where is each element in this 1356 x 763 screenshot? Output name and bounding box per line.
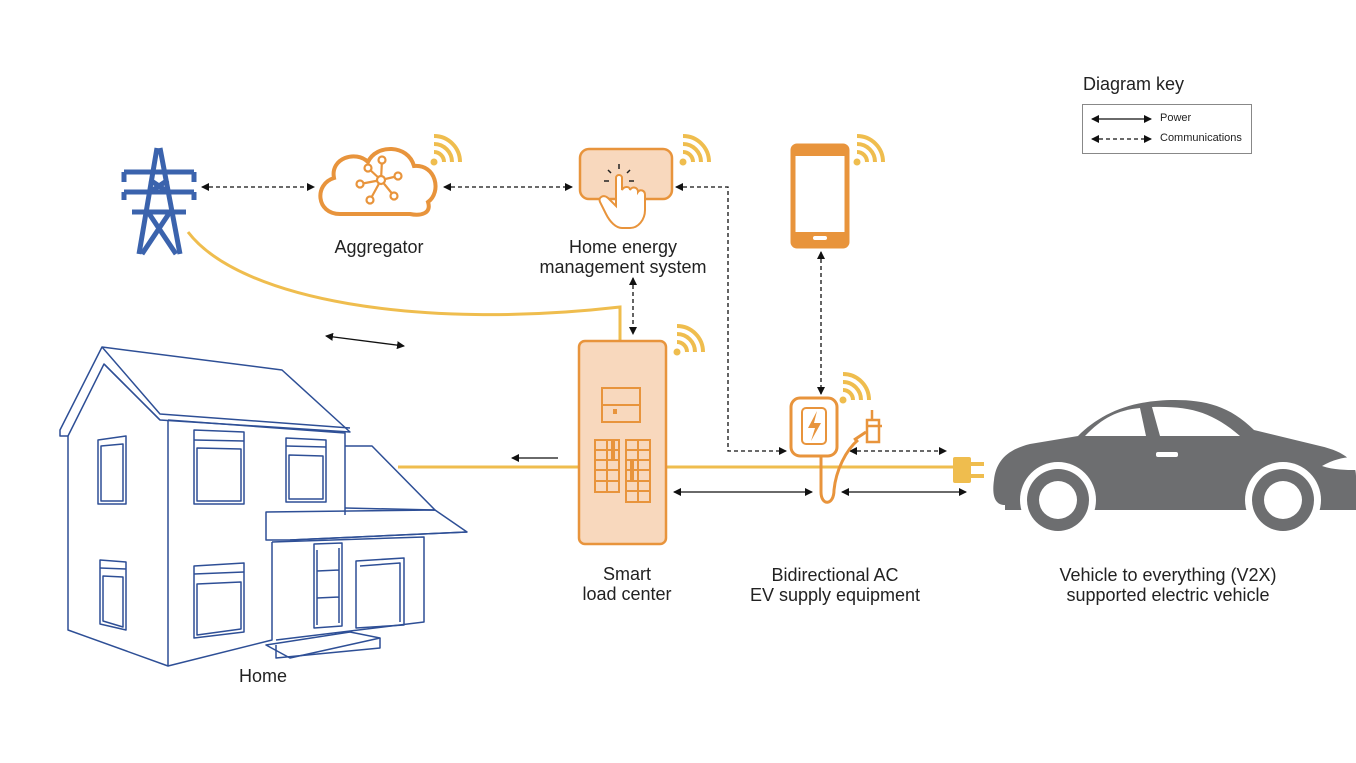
power-arrow-grid [325,332,405,350]
smartphone-icon [790,143,850,249]
wifi-signal-icon [671,324,705,358]
breaker-panel-icon [577,339,668,546]
diagram-key-box [1082,104,1252,154]
diagram-key-title: Diagram key [1083,74,1185,94]
house-icon [59,346,468,667]
evse-label-line1: Bidirectional AC [771,565,899,585]
power-lines [186,231,955,469]
comm-arrows [201,183,947,455]
power-arrows [325,332,967,496]
vehicle-plug-icon [953,457,984,483]
aggregator-label: Aggregator [334,237,424,257]
key-power-label: Power [1160,112,1192,124]
cloud-network-icon [318,147,438,217]
hems-label-line2: management system [539,257,707,277]
wifi-signal-icon [851,134,885,168]
touch-panel-icon [578,147,674,229]
comm-arrow-hems-evse [675,183,787,455]
wifi-signal-icon [428,134,462,168]
hems-label-line1: Home energy [568,237,678,257]
diagram-key-arrows [1091,115,1152,143]
load-center-label-line2: load center [582,584,672,604]
load-center-label-line1: Smart [602,564,651,584]
key-communications-label: Communications [1160,132,1242,144]
car-icon [993,400,1356,538]
transmission-tower-icon [121,147,197,256]
evse-label-line2: EV supply equipment [749,585,921,605]
vehicle-label-line2: supported electric vehicle [1066,585,1270,605]
wifi-signal-icon [837,372,871,406]
vehicle-label-line1: Vehicle to everything (V2X) [1059,565,1277,585]
grid-power-line [186,231,622,340]
wifi-signal-icon [677,134,711,168]
ev-charger-icon [789,396,882,504]
home-label: Home [238,666,287,686]
